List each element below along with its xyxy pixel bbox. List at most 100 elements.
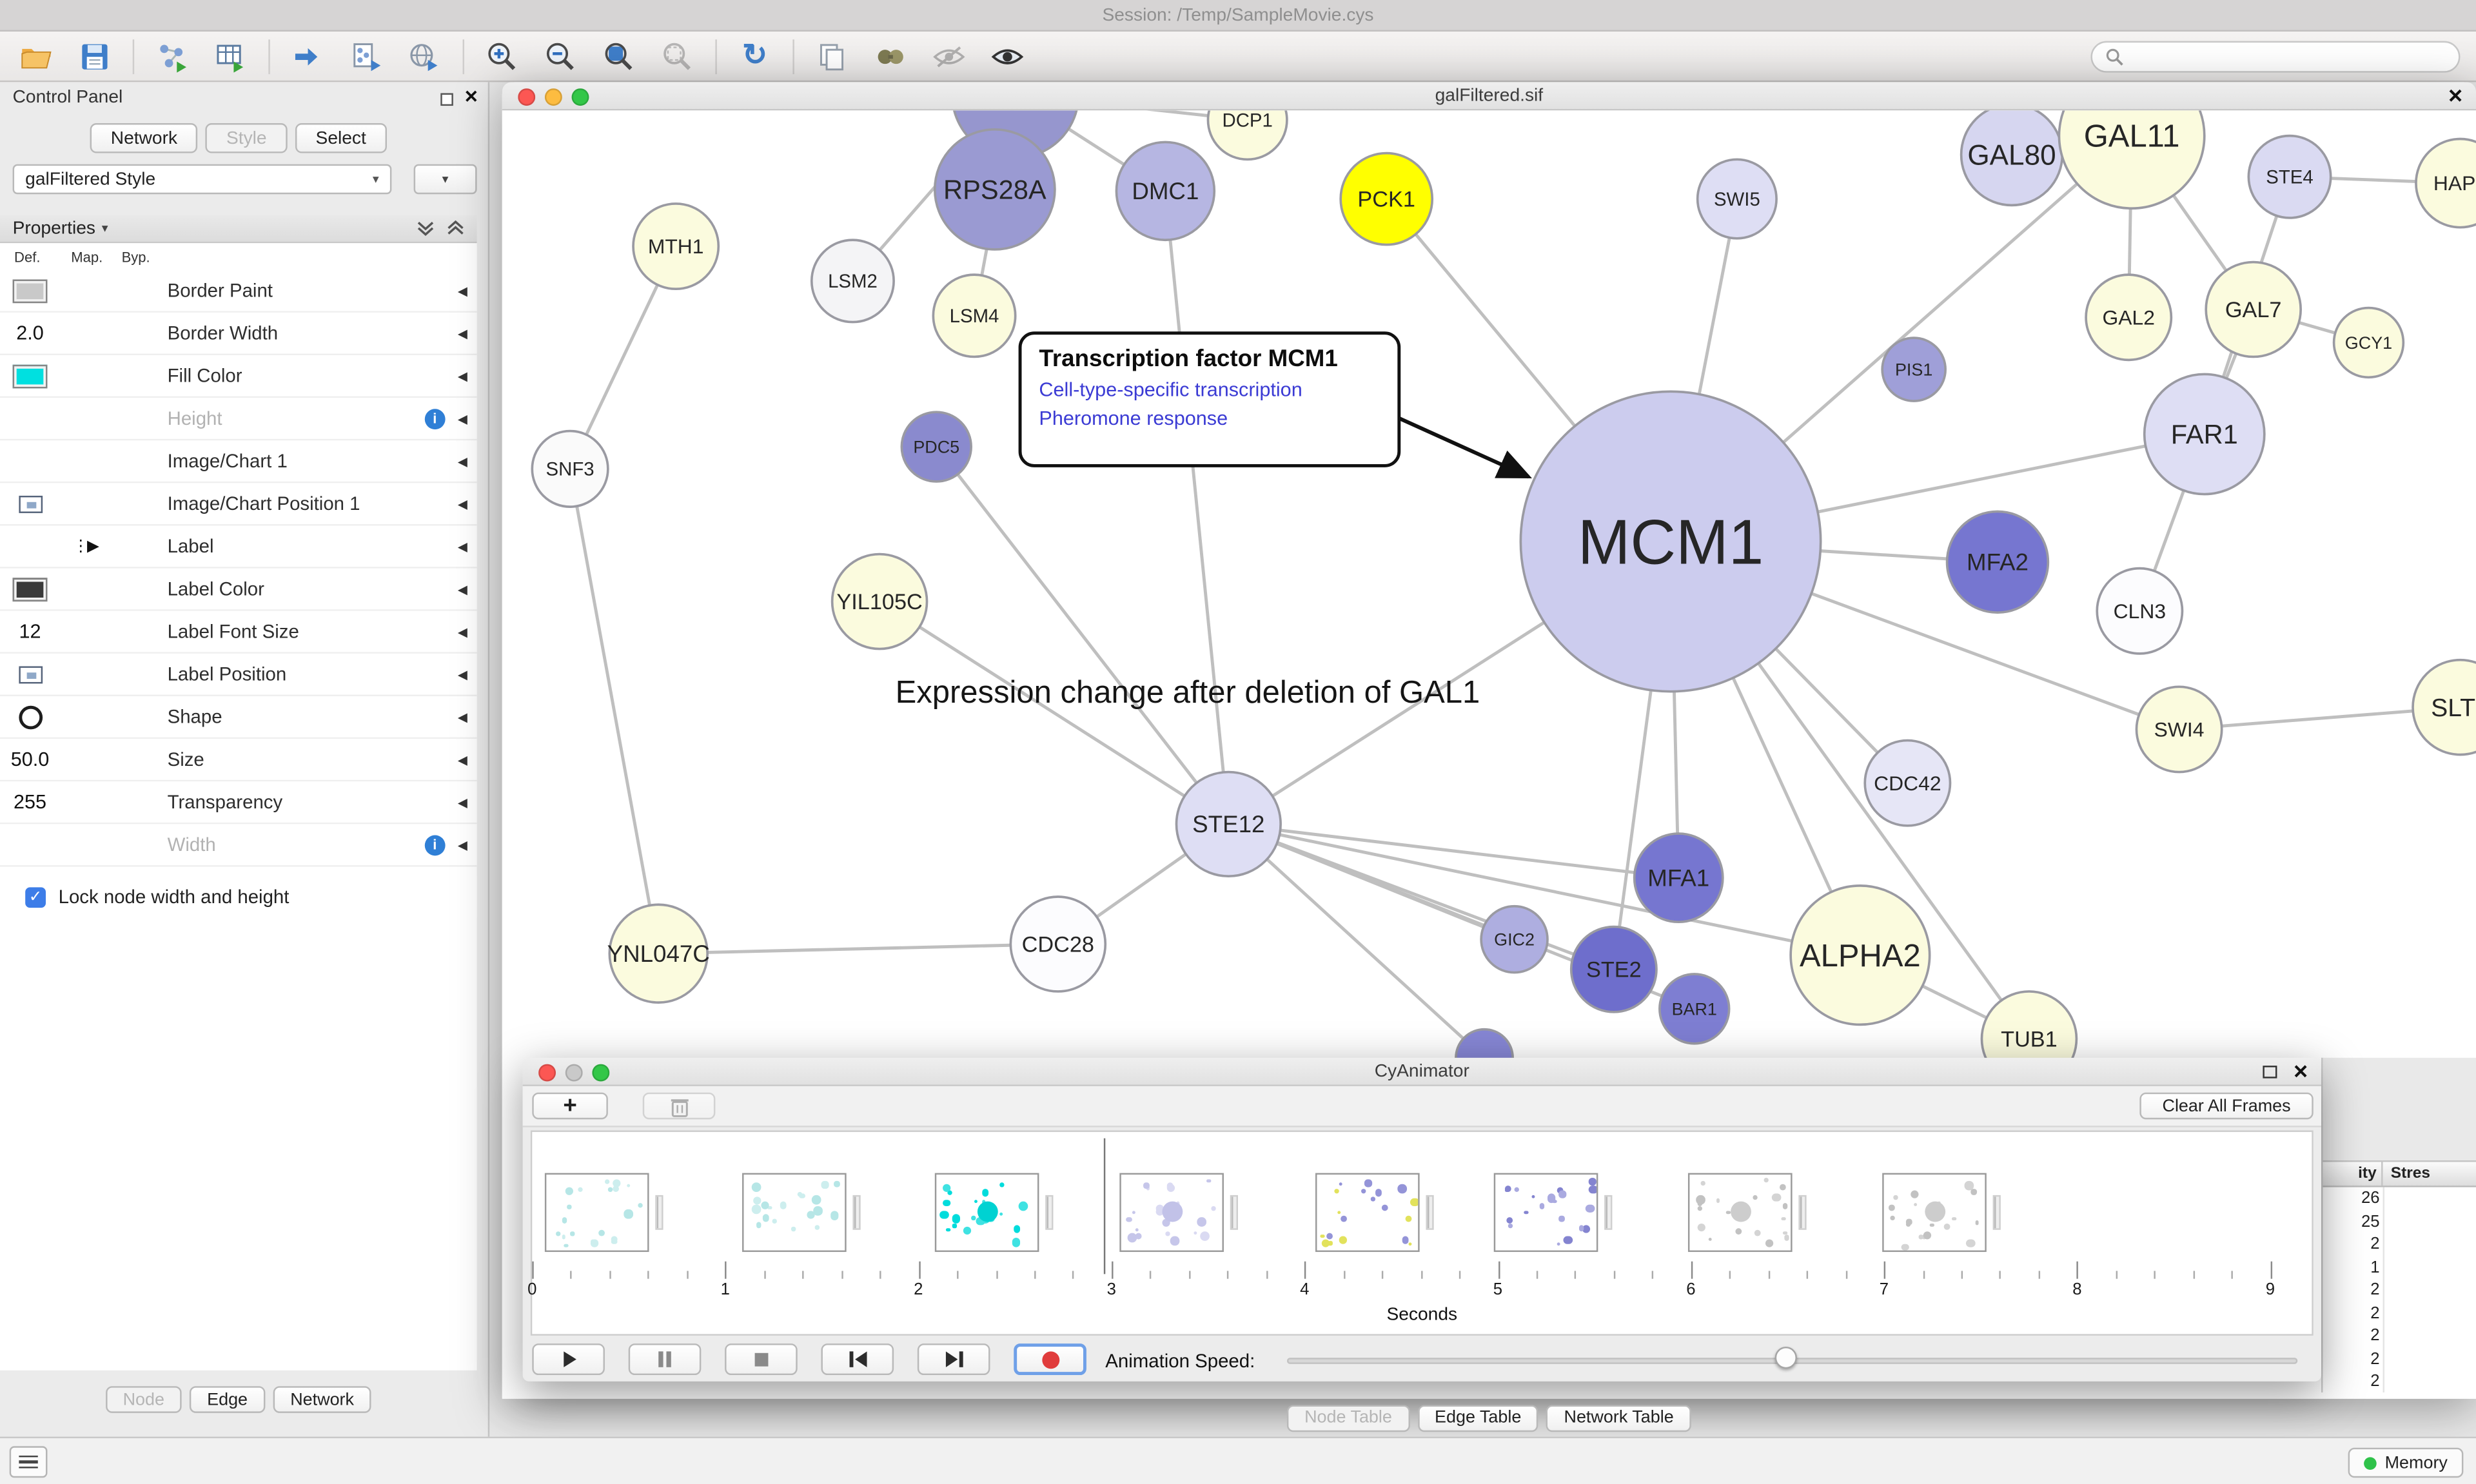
node-swi4[interactable]: SWI4 [2135,685,2223,774]
frame-drag-handle[interactable] [1426,1195,1434,1230]
expand-row-icon[interactable]: ◀ [457,539,467,554]
table-row[interactable]: 2 [2370,1280,2380,1300]
frame-drag-handle[interactable] [852,1195,861,1230]
position-icon[interactable] [18,665,42,683]
table-row[interactable]: 2 [2370,1372,2380,1391]
clear-all-frames-button[interactable]: Clear All Frames [2139,1092,2314,1120]
edge-pdc5-ste12[interactable] [935,445,1230,825]
edge-ynl047c-cdc28[interactable] [658,942,1058,955]
node-yil105c[interactable]: YIL105C [830,552,928,650]
frame-thumbnail-1[interactable] [742,1173,847,1253]
frame-drag-handle[interactable] [1798,1195,1807,1230]
table-column-ity[interactable]: ity [2323,1162,2383,1186]
node-gal11[interactable]: GAL11 [2058,110,2206,210]
apply-layout-button[interactable]: ↻ [734,35,776,77]
discrete-mapping-icon[interactable]: ⋮▶ [72,537,99,555]
default-value[interactable]: 2.0 [16,322,44,344]
close-traffic-light[interactable] [538,1064,556,1082]
tab-network[interactable]: Network [90,123,198,153]
position-icon[interactable] [18,494,42,513]
node-alpha2[interactable]: ALPHA2 [1789,884,1931,1026]
edge-snf3-ynl047c[interactable] [568,468,660,954]
stop-button[interactable] [725,1343,798,1376]
frame-thumbnail-2[interactable] [934,1173,1039,1253]
delete-frame-button[interactable] [642,1092,716,1120]
property-row-label-color[interactable]: Label Color◀ [0,568,477,611]
timeline-playhead[interactable] [1103,1138,1106,1274]
node-snf3[interactable]: SNF3 [531,429,609,508]
cyanimator-close-icon[interactable]: ✕ [2292,1060,2309,1084]
add-frame-button[interactable]: + [532,1092,608,1120]
expand-row-icon[interactable]: ◀ [457,368,467,383]
style-options-button[interactable]: ▾ [413,164,477,195]
close-traffic-light[interactable] [518,88,536,106]
show-all-button[interactable] [987,35,1028,77]
expand-row-icon[interactable]: ◀ [457,496,467,511]
import-network-button[interactable] [152,35,193,77]
zoom-out-button[interactable] [540,35,582,77]
node-mth1[interactable]: MTH1 [632,202,720,291]
tab-edge-style[interactable]: Edge [190,1386,266,1413]
new-network-from-url-button[interactable] [404,35,446,77]
node-pdc5[interactable]: PDC5 [900,411,972,483]
default-value[interactable]: 12 [19,620,41,643]
ellipse-shape-icon[interactable] [18,705,42,729]
info-icon[interactable]: i [424,834,446,855]
close-panel-icon[interactable]: ✕ [464,88,479,108]
default-value[interactable]: 255 [13,790,47,814]
default-value-swatch[interactable] [12,278,48,302]
network-window-close-icon[interactable]: ✕ [2447,85,2464,108]
first-neighbors-button[interactable] [870,35,911,77]
expand-row-icon[interactable]: ◀ [457,624,467,639]
save-session-button[interactable] [74,35,115,77]
import-table-button[interactable] [210,35,251,77]
frame-thumbnail-6[interactable] [1687,1173,1793,1253]
edge-ste12-alpha2[interactable] [1228,822,1861,957]
memory-button[interactable]: Memory [2348,1447,2464,1478]
speed-slider-thumb[interactable] [1774,1346,1797,1369]
node-rps28a[interactable]: RPS28A [933,128,1056,251]
node-dcp1[interactable]: DCP1 [1206,110,1288,161]
annotation-link-2[interactable]: Pheromone response [1039,407,1228,430]
frame-drag-handle[interactable] [1045,1195,1054,1230]
cyanimator-titlebar[interactable]: CyAnimator ✕ [522,1057,2322,1086]
network-window-titlebar[interactable]: galFiltered.sif ✕ [502,82,2476,111]
minimize-traffic-light[interactable] [565,1064,583,1082]
go-to-start-button[interactable] [821,1343,894,1376]
table-row[interactable]: 2 [2370,1303,2380,1323]
edge-yil105c-ste12[interactable] [878,600,1230,826]
expand-row-icon[interactable]: ◀ [457,326,467,340]
node-cdc42[interactable]: CDC42 [1863,739,1952,827]
node-dmc1[interactable]: DMC1 [1115,141,1216,242]
collapse-all-icon[interactable] [447,219,464,237]
node-lsm2[interactable]: LSM2 [810,239,895,324]
property-row-image-chart-position-1[interactable]: Image/Chart Position 1◀ [0,483,477,526]
float-panel-icon[interactable] [440,92,453,105]
expand-row-icon[interactable]: ◀ [457,752,467,766]
zoom-fit-button[interactable] [598,35,640,77]
tab-network-table[interactable]: Network Table [1546,1404,1691,1432]
property-row-fill-color[interactable]: Fill Color◀ [0,355,477,398]
node-gic2[interactable]: GIC2 [1480,904,1549,974]
export-network-button[interactable] [288,35,329,77]
frame-thumbnail-5[interactable] [1493,1173,1598,1253]
node-gal80[interactable]: GAL80 [1960,110,2064,207]
frame-drag-handle[interactable] [1230,1195,1239,1230]
frame-drag-handle[interactable] [1992,1195,2001,1230]
edge-ste12-mfa1[interactable] [1228,822,1679,880]
node-gcy1[interactable]: GCY1 [2332,306,2405,379]
node-ste2[interactable]: STE2 [1569,925,1658,1013]
frame-thumbnail-0[interactable] [544,1173,649,1253]
default-value[interactable]: 50.0 [10,748,50,771]
property-row-label[interactable]: ⋮▶Label◀ [0,525,477,569]
property-row-image-chart-1[interactable]: Image/Chart 1◀ [0,440,477,483]
frame-thumbnail-4[interactable] [1315,1173,1420,1253]
expand-row-icon[interactable]: ◀ [457,411,467,426]
hide-selected-button[interactable] [928,35,970,77]
node-slt2[interactable]: SLT2 [2412,658,2476,756]
node-cln3[interactable]: CLN3 [2096,567,2184,655]
node-hap1[interactable]: HAP1 [2415,137,2476,229]
